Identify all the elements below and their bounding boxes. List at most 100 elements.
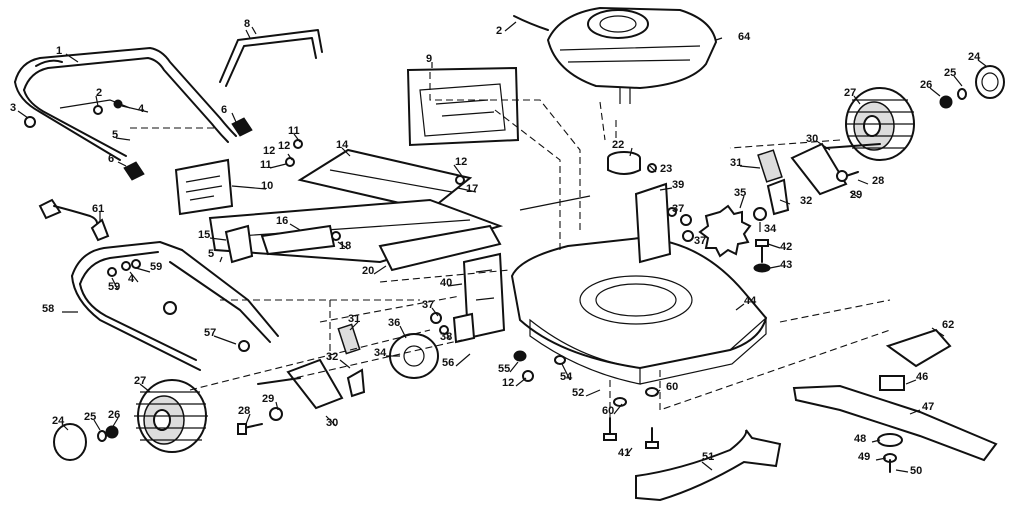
rear-door-cover	[406, 66, 520, 147]
callout-9: 9	[426, 53, 432, 65]
callout-49: 49	[858, 451, 870, 463]
callout-28: 28	[872, 175, 884, 187]
callout-20: 20	[362, 265, 374, 277]
callout-11: 11	[260, 159, 272, 171]
callout-ticks	[17, 21, 987, 473]
callout-16: 16	[276, 215, 288, 227]
callout-12: 12	[455, 156, 467, 168]
callout-27: 27	[134, 375, 146, 387]
upper-handle	[14, 47, 237, 161]
callout-8: 8	[244, 18, 250, 30]
callout-44: 44	[744, 295, 757, 307]
mower-deck	[510, 236, 768, 385]
callout-2: 2	[496, 25, 502, 37]
callout-11: 11	[288, 125, 300, 137]
leader-lines	[189, 72, 891, 420]
left-wheel	[134, 379, 208, 453]
right-height-adjuster	[757, 142, 881, 216]
engine	[513, 6, 718, 104]
engine-spacer	[607, 151, 641, 175]
rear-shield	[297, 148, 473, 212]
callout-31: 31	[348, 313, 360, 325]
right-baffle	[698, 204, 752, 258]
callout-51: 51	[702, 451, 714, 463]
callout-12: 12	[263, 145, 275, 157]
callout-50: 50	[910, 465, 922, 477]
callout-36: 36	[388, 317, 400, 329]
callout-12: 12	[278, 140, 290, 152]
callout-39: 39	[672, 179, 684, 191]
callout-38: 38	[440, 331, 452, 343]
callout-60: 60	[602, 405, 614, 417]
callout-24: 24	[52, 415, 65, 427]
callout-26: 26	[108, 409, 120, 421]
callout-56: 56	[442, 357, 454, 369]
rear-bracket	[462, 252, 506, 340]
callout-14: 14	[336, 139, 349, 151]
callout-24: 24	[968, 51, 981, 63]
cable-clip	[38, 198, 110, 242]
callout-2: 2	[96, 87, 102, 99]
control-bail	[219, 29, 323, 87]
callout-27: 27	[844, 87, 856, 99]
callout-34: 34	[764, 223, 777, 235]
handle-knob-right	[231, 117, 253, 137]
rear-flap	[378, 224, 502, 272]
callout-22: 22	[612, 139, 624, 151]
left-bolt	[237, 407, 283, 435]
callout-52: 52	[572, 387, 584, 399]
callout-6: 6	[221, 104, 227, 116]
right-wheel	[845, 87, 915, 161]
callout-42: 42	[780, 241, 792, 253]
callout-55: 55	[498, 363, 510, 375]
callout-46: 46	[916, 371, 928, 383]
callout-57: 57	[204, 327, 216, 339]
callout-37: 37	[694, 235, 706, 247]
callout-37: 37	[672, 203, 684, 215]
callout-31: 31	[730, 157, 742, 169]
callout-48: 48	[854, 433, 866, 445]
callout-37: 37	[422, 299, 434, 311]
left-hub-cap	[53, 423, 87, 461]
callout-61: 61	[92, 203, 104, 215]
blade-adapter	[879, 328, 952, 391]
callout-41: 41	[618, 447, 630, 459]
shield-bracket	[224, 224, 336, 264]
handle-knob-left	[123, 161, 145, 181]
right-wheel-washer	[939, 88, 967, 109]
callout-30: 30	[806, 133, 818, 145]
callout-59: 59	[150, 261, 162, 273]
right-bolt	[753, 170, 859, 273]
callout-29: 29	[262, 393, 274, 405]
callout-62: 62	[942, 319, 954, 331]
callout-59: 59	[108, 281, 120, 293]
decal-plate	[174, 158, 234, 216]
deck-bolts	[513, 350, 659, 449]
callout-32: 32	[800, 195, 812, 207]
callout-17: 17	[466, 183, 478, 195]
blade-washer	[877, 433, 903, 473]
callout-43: 43	[780, 259, 792, 271]
callout-58: 58	[42, 303, 54, 315]
callout-32: 32	[326, 351, 338, 363]
callout-1: 1	[56, 45, 62, 57]
callout-4: 4	[138, 103, 145, 115]
callout-6: 6	[108, 153, 114, 165]
callout-3: 3	[10, 102, 16, 114]
callout-25: 25	[944, 67, 956, 79]
callout-34: 34	[374, 347, 387, 359]
right-hub-cap	[975, 65, 1005, 99]
mower-blade	[792, 384, 998, 462]
callout-5: 5	[208, 248, 214, 260]
left-height-adjuster	[257, 323, 366, 410]
callout-26: 26	[920, 79, 932, 91]
skid-plate	[635, 429, 782, 502]
right-height-bracket	[634, 182, 672, 264]
callout-28: 28	[238, 405, 250, 417]
left-wheel-washer	[97, 425, 119, 442]
callout-25: 25	[84, 411, 96, 423]
callout-10: 10	[261, 180, 273, 192]
callout-12: 12	[502, 377, 514, 389]
callout-35: 35	[734, 187, 746, 199]
